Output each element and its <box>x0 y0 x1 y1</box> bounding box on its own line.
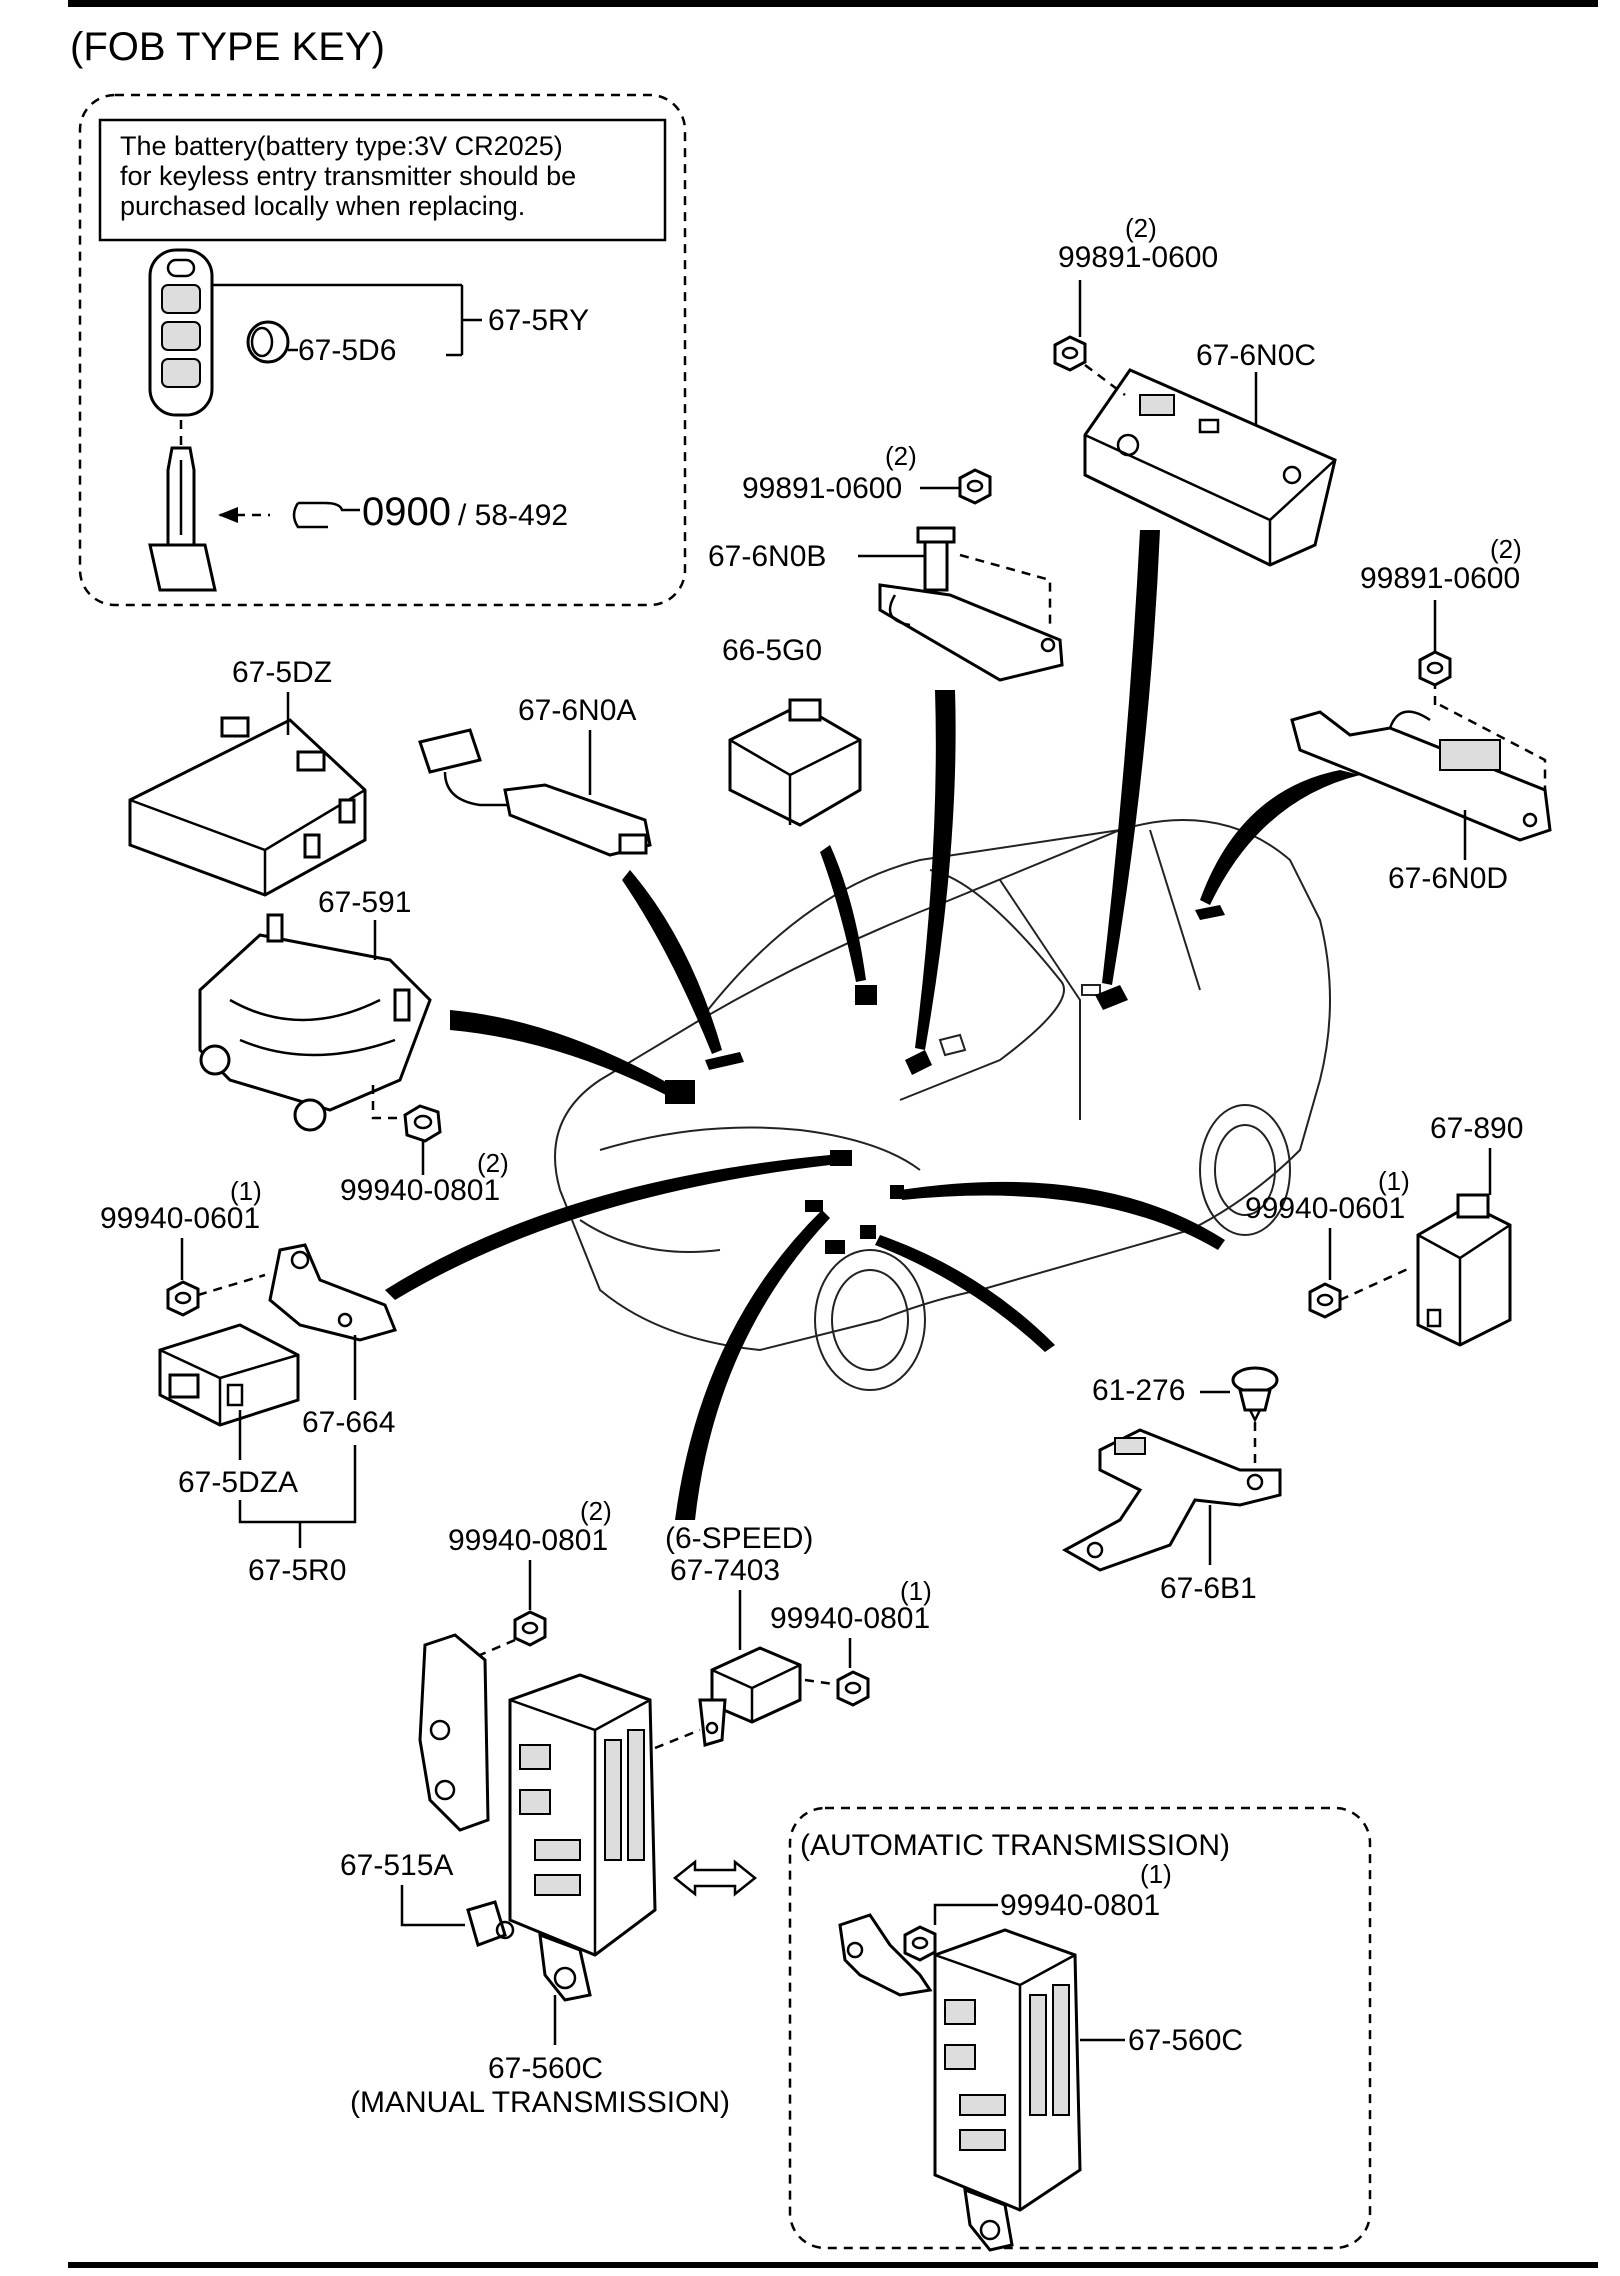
reference-hand-icon <box>292 501 360 529</box>
module-66-5g0 <box>728 698 862 827</box>
vehicle-outline <box>554 819 1331 1391</box>
marker-7403 <box>805 1200 823 1212</box>
label-67-5r0: 67-5R0 <box>248 1554 346 1587</box>
junction-box-manual <box>418 1633 657 2002</box>
module-67-890 <box>1416 1193 1512 1347</box>
bracket-67-591 <box>198 913 432 1132</box>
qty-591-nut: (2) <box>477 1148 509 1178</box>
fob-key-group-frame <box>78 93 687 607</box>
label-67-591: 67-591 <box>318 886 411 919</box>
module-67-5dza <box>158 1323 300 1427</box>
nut-icon-890 <box>1308 1282 1342 1319</box>
label-67-5dz: 67-5DZ <box>232 656 332 689</box>
label-99940-0801-c: 99940-0801 <box>770 1602 930 1635</box>
label-99940-0801-b: 99940-0801 <box>448 1524 608 1557</box>
qty-560-nut: (2) <box>580 1496 612 1526</box>
marker-g0 <box>855 985 877 1005</box>
junction-box-automatic <box>838 1913 1082 2252</box>
marker-6b1 <box>860 1225 876 1239</box>
nut-icon-7403 <box>836 1670 870 1707</box>
label-67-5d6: 67-5D6 <box>298 334 396 367</box>
alternative-arrow-icon <box>672 1859 758 1897</box>
qty-7403-nut: (1) <box>900 1576 932 1606</box>
nut-icon-591 <box>403 1104 442 1143</box>
label-six-speed: (6-SPEED) <box>665 1522 813 1555</box>
automatic-group-frame <box>788 1806 1372 2250</box>
label-67-6n0c: 67-6N0C <box>1196 339 1316 372</box>
qty-n0d-nut: (2) <box>1490 534 1522 564</box>
ref-code: 0900 <box>362 490 451 534</box>
module-67-6n0a <box>418 728 652 857</box>
marker-n0a <box>705 1052 744 1070</box>
relay-67-7403 <box>698 1646 802 1747</box>
bottom-rule <box>68 2262 1598 2268</box>
label-67-560c-auto: 67-560C <box>1128 2024 1243 2057</box>
marker-n0b <box>905 1050 932 1075</box>
label-67-5dza: 67-5DZA <box>178 1466 298 1499</box>
bracket-67-664 <box>268 1243 398 1342</box>
label-67-6b1: 67-6B1 <box>1160 1572 1257 1605</box>
label-99940-0801-d: 99940-0801 <box>1000 1889 1160 1922</box>
marker-box <box>830 1150 852 1166</box>
clip-61-276-icon <box>1231 1366 1279 1423</box>
nut-icon-n0b <box>958 468 992 505</box>
label-99940-0601-b: 99940-0601 <box>1245 1192 1405 1225</box>
label-67-515a: 67-515A <box>340 1849 453 1882</box>
leader-wedges <box>385 530 1360 1520</box>
marker-n0c <box>1095 985 1128 1010</box>
label-99940-0801-a: 99940-0801 <box>340 1174 500 1207</box>
qty-n0b-nut: (2) <box>885 441 917 471</box>
label-99891-0600-d: 99891-0600 <box>1360 562 1520 595</box>
label-67-5ry: 67-5RY <box>488 304 589 337</box>
nut-icon-auto <box>903 1925 937 1962</box>
qty-664-nut: (1) <box>230 1176 262 1206</box>
label-99940-0601-a: 99940-0601 <box>100 1202 260 1235</box>
qty-n0c-nut: (2) <box>1125 213 1157 243</box>
battery-note: The battery(battery type:3V CR2025) for … <box>98 118 667 242</box>
label-manual-transmission: (MANUAL TRANSMISSION) <box>350 2086 730 2119</box>
module-67-6n0c <box>1083 368 1337 567</box>
label-66-5g0: 66-5G0 <box>722 634 822 667</box>
label-automatic-transmission: (AUTOMATIC TRANSMISSION) <box>800 1829 1230 1862</box>
note-line-2: for keyless entry transmitter should be <box>120 161 576 191</box>
qty-auto-nut: (1) <box>1140 1859 1172 1889</box>
label-67-664: 67-664 <box>302 1406 395 1439</box>
label-67-6n0a: 67-6N0A <box>518 694 636 727</box>
marker-n0d <box>1195 905 1225 920</box>
qty-890-nut: (1) <box>1378 1166 1410 1196</box>
label-67-560c-manual: 67-560C <box>488 2052 603 2085</box>
note-line-3: purchased locally when replacing. <box>120 191 525 221</box>
top-rule <box>68 0 1598 7</box>
key-blade-icon <box>148 446 217 592</box>
label-67-6n0b: 67-6N0B <box>708 540 826 573</box>
nut-icon-560 <box>513 1610 547 1647</box>
note-line-1: The battery(battery type:3V CR2025) <box>120 131 563 161</box>
bracket-67-6b1 <box>1061 1428 1282 1572</box>
label-67-6n0d: 67-6N0D <box>1388 862 1508 895</box>
screw-67-515a-icon <box>466 1900 515 1947</box>
label-99891-0600-b: 99891-0600 <box>742 472 902 505</box>
battery-coin-icon <box>246 320 290 364</box>
module-67-5dz <box>128 716 367 897</box>
fob-transmitter-icon <box>148 248 214 417</box>
label-67-7403: 67-7403 <box>670 1554 780 1587</box>
nut-icon-n0d <box>1418 650 1452 687</box>
label-67-890: 67-890 <box>1430 1112 1523 1145</box>
diagram-title: (FOB TYPE KEY) <box>70 25 385 69</box>
module-67-6n0b <box>878 526 1064 682</box>
nut-icon-n0c <box>1053 335 1087 372</box>
nut-icon-664 <box>166 1280 200 1317</box>
label-61-276: 61-276 <box>1092 1374 1185 1407</box>
marker-664 <box>825 1240 845 1254</box>
label-99891-0600-c: 99891-0600 <box>1058 241 1218 274</box>
marker-890 <box>890 1185 904 1199</box>
module-67-6n0d <box>1290 710 1552 842</box>
ref-page: / 58-492 <box>458 499 568 532</box>
